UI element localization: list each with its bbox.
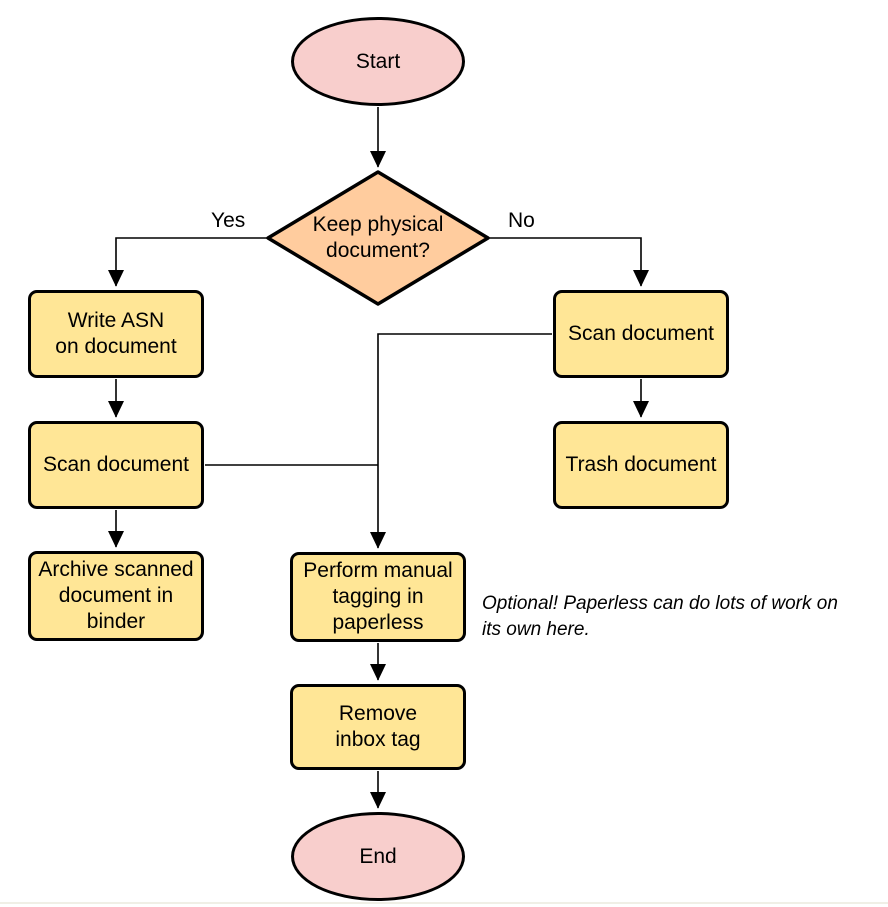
node-remove-inbox-tag-label: Remove inbox tag [335,702,421,751]
node-trash-document-label: Trash document [565,453,717,476]
edge-decision-no [488,237,649,287]
node-start-label: Start [355,49,401,73]
node-scan-document-left-label: Scan document [43,453,189,476]
node-scan-document-right-label: Scan document [568,322,714,345]
node-manual-tagging-label: Perform manual tagging in paperless [303,559,453,634]
node-end: End [291,812,465,901]
node-scan-document-left: Scan document [28,421,204,509]
edge-decision-yes [108,237,268,287]
node-start: Start [291,17,465,106]
node-trash-document: Trash document [553,421,729,509]
node-archive-binder-label: Archive scanned document in binder [38,558,194,633]
node-decision-label: Keep physical document? [312,213,444,262]
edge-label-yes: Yes [211,209,246,232]
edge-scanright-to-tagging [370,333,552,549]
node-scan-document-right: Scan document [553,290,729,378]
node-manual-tagging: Perform manual tagging in paperless [290,552,466,642]
decision-diamond [266,170,490,306]
node-write-asn: Write ASN on document [28,290,204,378]
node-end-label: End [359,844,397,868]
node-write-asn-label: Write ASN on document [55,309,177,358]
bottom-rule [0,902,888,904]
optional-note: Optional! Paperless can do lots of work … [482,593,838,640]
edge-label-no: No [508,209,535,232]
node-archive-binder: Archive scanned document in binder [28,551,204,641]
node-remove-inbox-tag: Remove inbox tag [290,684,466,770]
